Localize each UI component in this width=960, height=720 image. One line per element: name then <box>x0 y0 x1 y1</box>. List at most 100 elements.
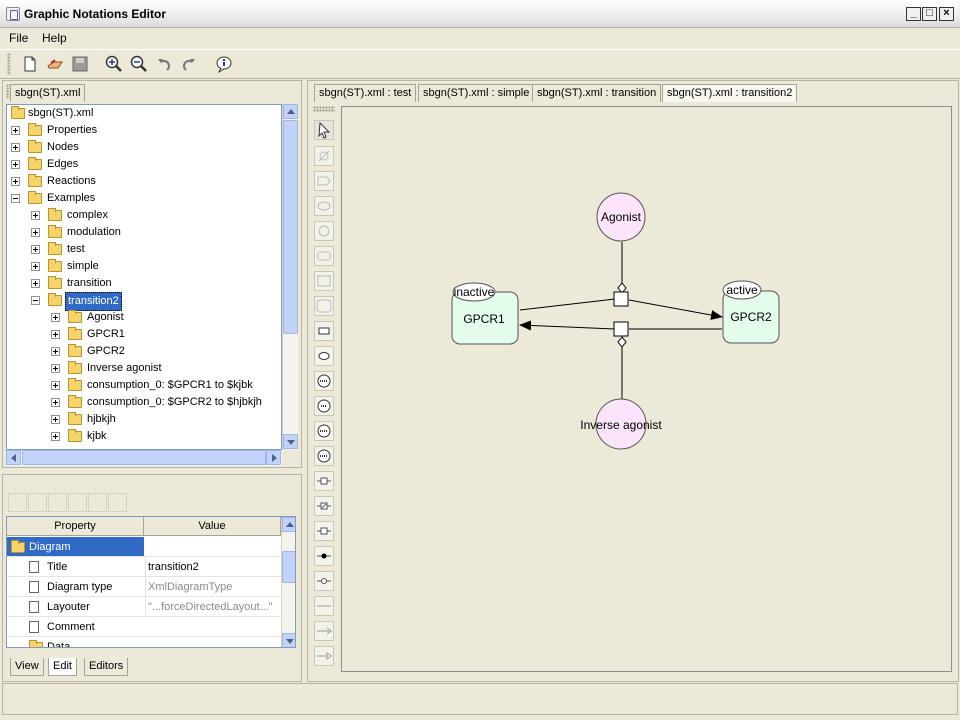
property-group-diagram[interactable]: Diagram <box>7 537 281 557</box>
toolbar-slot[interactable] <box>8 493 27 512</box>
scroll-up-button[interactable] <box>283 104 298 119</box>
select-tool-icon[interactable] <box>314 120 334 140</box>
expand-icon[interactable] <box>11 177 20 186</box>
edge-gpcr1-to-gpcr2[interactable] <box>519 298 723 320</box>
toolbar-slot[interactable] <box>108 493 127 512</box>
node-gpcr2[interactable]: active GPCR2 <box>722 280 780 344</box>
edge-gpcr2-to-gpcr1[interactable] <box>519 320 722 331</box>
scroll-down-button[interactable] <box>282 633 295 647</box>
association-icon[interactable] <box>314 546 334 566</box>
expand-icon[interactable] <box>51 398 60 407</box>
expand-icon[interactable] <box>31 262 40 271</box>
expand-icon[interactable] <box>51 364 60 373</box>
toolbar-slot[interactable] <box>88 493 107 512</box>
macromolecule-node-icon[interactable] <box>314 246 334 266</box>
tab-edit[interactable]: Edit <box>48 658 77 676</box>
redo-icon[interactable] <box>179 54 199 74</box>
undo-icon[interactable] <box>154 54 174 74</box>
column-header-property[interactable]: Property <box>7 517 144 536</box>
column-header-value[interactable]: Value <box>144 517 281 536</box>
property-row-diagram-type[interactable]: Diagram type XmlDiagramType <box>7 577 281 597</box>
empty-set-icon[interactable] <box>314 146 334 166</box>
tab-diagram-test[interactable]: sbgn(ST).xml : test <box>314 84 417 102</box>
circle-node-icon[interactable] <box>314 221 334 241</box>
toolbar-grip[interactable] <box>7 53 11 75</box>
or-operator-icon[interactable] <box>314 396 334 416</box>
save-icon[interactable] <box>70 54 90 74</box>
node-gpcr1[interactable]: inactive GPCR1 <box>451 282 519 345</box>
scroll-down-button[interactable] <box>283 434 298 449</box>
palette-grip[interactable] <box>313 106 335 112</box>
property-table-scrollbar[interactable] <box>281 517 295 647</box>
process-node-activation[interactable] <box>613 291 629 307</box>
expand-icon[interactable] <box>31 211 40 220</box>
property-value-title[interactable]: transition2 <box>145 557 281 577</box>
node-agonist[interactable]: Agonist <box>596 192 646 242</box>
omitted-process-icon[interactable] <box>314 496 334 516</box>
expand-icon[interactable] <box>51 432 60 441</box>
tree-horizontal-scrollbar[interactable] <box>6 450 282 466</box>
expand-icon[interactable] <box>51 330 60 339</box>
toolbar-slot[interactable] <box>48 493 67 512</box>
scroll-right-button[interactable] <box>266 450 281 465</box>
process-node-inactivation[interactable] <box>613 321 629 337</box>
tab-view[interactable]: View <box>10 658 44 676</box>
new-file-icon[interactable] <box>20 54 40 74</box>
scroll-thumb[interactable] <box>282 551 295 583</box>
help-icon[interactable] <box>214 54 234 74</box>
zoom-out-icon[interactable] <box>129 54 149 74</box>
property-group-data[interactable]: Data <box>7 637 281 647</box>
tab-diagram-simple[interactable]: sbgn(ST).xml : simple <box>418 84 535 102</box>
property-row-layouter[interactable]: Layouter "...forceDirectedLayout..." <box>7 597 281 617</box>
scroll-thumb[interactable] <box>283 120 298 334</box>
tab-diagram-transition[interactable]: sbgn(ST).xml : transition <box>532 84 662 102</box>
process-node-icon[interactable] <box>314 471 334 491</box>
toolbar-slot[interactable] <box>28 493 47 512</box>
scroll-thumb[interactable] <box>22 450 266 465</box>
panel-grip[interactable] <box>6 84 10 98</box>
expand-icon[interactable] <box>51 415 60 424</box>
diagram-canvas[interactable]: Agonist Inverse agonist inactive GPCR1 a… <box>341 106 952 672</box>
expand-icon[interactable] <box>51 381 60 390</box>
maximize-button[interactable]: □ <box>922 7 937 21</box>
edge-agonist-to-process1[interactable] <box>617 242 627 294</box>
tree-vertical-scrollbar[interactable] <box>282 104 298 450</box>
collapse-icon[interactable] <box>31 296 40 305</box>
expand-icon[interactable] <box>11 143 20 152</box>
edge-inverse-to-process2[interactable] <box>617 336 627 399</box>
compartment-node-icon[interactable] <box>314 296 334 316</box>
expand-icon[interactable] <box>31 228 40 237</box>
tab-project-file[interactable]: sbgn(ST).xml <box>10 84 86 102</box>
menu-file[interactable]: File <box>9 31 29 45</box>
expand-icon[interactable] <box>51 313 60 322</box>
ellipse-node-icon[interactable] <box>314 196 334 216</box>
zoom-in-icon[interactable] <box>104 54 124 74</box>
tag-node-icon[interactable] <box>314 171 334 191</box>
expand-icon[interactable] <box>11 126 20 135</box>
toolbar-slot[interactable] <box>68 493 87 512</box>
complex-node-icon[interactable] <box>314 271 334 291</box>
minimize-button[interactable]: _ <box>906 7 921 21</box>
property-row-comment[interactable]: Comment <box>7 617 281 637</box>
open-arrow-edge-icon[interactable] <box>314 646 334 666</box>
menu-help[interactable]: Help <box>42 31 67 45</box>
expand-icon[interactable] <box>31 279 40 288</box>
open-file-icon[interactable] <box>45 54 65 74</box>
tab-editors[interactable]: Editors <box>84 658 129 676</box>
arrow-edge-icon[interactable] <box>314 621 334 641</box>
scroll-up-button[interactable] <box>282 517 295 532</box>
expand-icon[interactable] <box>31 245 40 254</box>
line-edge-icon[interactable] <box>314 596 334 616</box>
xor-operator-icon[interactable] <box>314 421 334 441</box>
expand-icon[interactable] <box>11 160 20 169</box>
oval-node-icon[interactable] <box>314 346 334 366</box>
expand-icon[interactable] <box>51 347 60 356</box>
property-row-title[interactable]: Title transition2 <box>7 557 281 577</box>
and-operator-icon[interactable] <box>314 371 334 391</box>
close-button[interactable]: × <box>939 7 954 21</box>
not-operator-icon[interactable] <box>314 446 334 466</box>
node-inverse-agonist[interactable]: Inverse agonist <box>580 398 662 450</box>
scroll-left-button[interactable] <box>6 450 21 465</box>
dissociation-icon[interactable] <box>314 571 334 591</box>
uncertain-process-icon[interactable] <box>314 521 334 541</box>
